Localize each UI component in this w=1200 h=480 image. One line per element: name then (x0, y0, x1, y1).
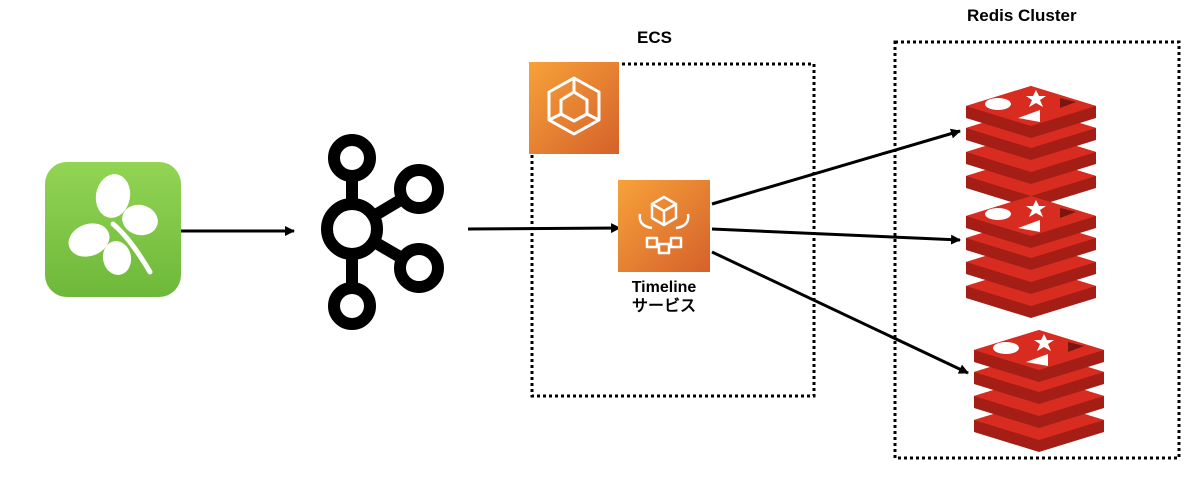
clover-app-icon (45, 162, 181, 297)
arrow-timeline-to-redis-2 (711, 227, 961, 245)
fargate-service-icon (618, 180, 710, 272)
timeline-service-subtitle: サービス (631, 298, 696, 315)
arrow-timeline-to-redis-1 (711, 128, 961, 206)
redis-cluster-group-label: Redis Cluster (967, 6, 1077, 25)
arrow-kafka-to-timeline (467, 223, 621, 234)
timeline-service-name: Timeline (631, 279, 697, 296)
timeline-service-label: Timeline サービス (599, 278, 729, 316)
kafka-icon (321, 134, 444, 330)
redis-icon (966, 196, 1096, 318)
redis-icon (974, 330, 1104, 452)
ecs-group-label: ECS (637, 28, 672, 47)
redis-cluster-group-box (893, 40, 1181, 460)
redis-icon (966, 86, 1096, 208)
ecs-icon (529, 62, 619, 154)
arrow-timeline-to-redis-3 (711, 250, 969, 375)
